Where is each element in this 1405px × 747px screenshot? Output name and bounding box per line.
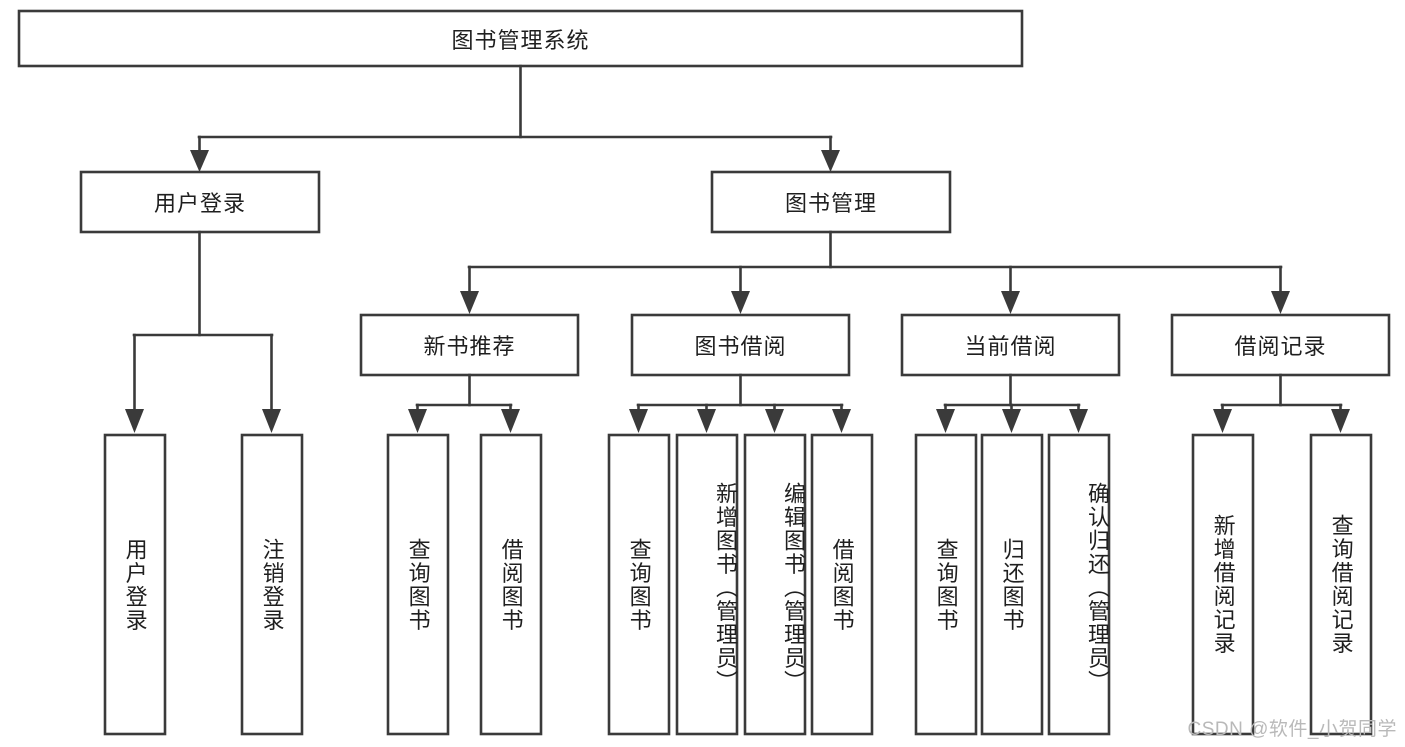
arrowhead-leaf-logout-login [262, 409, 281, 433]
arrowhead-new-book-recommend [460, 291, 479, 314]
node-leaf-user-login-box[interactable] [103, 433, 167, 736]
node-new-book-recommend-box[interactable] [359, 313, 580, 377]
arrowhead-leaf-edit-book [765, 409, 784, 433]
arrowhead-leaf-add-book [697, 409, 716, 433]
arrowhead-leaf-confirm-return [1069, 409, 1088, 433]
arrowhead-current-borrow [1001, 291, 1020, 314]
node-leaf-return-book-box[interactable] [980, 433, 1044, 736]
node-book-management-box[interactable] [710, 170, 952, 234]
node-leaf-query-book-2-box[interactable] [607, 433, 671, 736]
arrowhead-book-management [821, 150, 840, 172]
arrowhead-borrow-record [1271, 291, 1290, 314]
node-leaf-borrow-book-2-box[interactable] [810, 433, 874, 736]
node-leaf-edit-book-box[interactable] [743, 433, 807, 736]
node-leaf-borrow-book-1-box[interactable] [479, 433, 543, 736]
arrowhead-user-login [190, 150, 209, 172]
arrowhead-leaf-borrow-book-1 [501, 409, 520, 433]
node-leaf-add-book-box[interactable] [675, 433, 739, 736]
node-leaf-logout-login-box[interactable] [240, 433, 304, 736]
node-leaf-query-book-3-box[interactable] [914, 433, 978, 736]
arrowhead-leaf-user-login [125, 409, 144, 433]
node-leaf-query-book-1-box[interactable] [386, 433, 450, 736]
node-leaf-query-record-box[interactable] [1309, 433, 1373, 736]
node-current-borrow-box[interactable] [900, 313, 1121, 377]
arrowhead-leaf-query-book-3 [936, 409, 955, 433]
node-leaf-confirm-return-box[interactable] [1047, 433, 1111, 736]
arrowhead-leaf-add-record [1213, 409, 1232, 433]
arrowhead-leaf-query-book-1 [408, 409, 427, 433]
node-user-login-box[interactable] [79, 170, 321, 234]
arrowhead-leaf-query-book-2 [629, 409, 648, 433]
node-leaf-add-record-box[interactable] [1191, 433, 1255, 736]
node-borrow-record-box[interactable] [1170, 313, 1391, 377]
arrowhead-leaf-return-book [1002, 409, 1021, 433]
arrowhead-leaf-borrow-book-2 [832, 409, 851, 433]
node-book-borrow-box[interactable] [630, 313, 851, 377]
arrowhead-leaf-query-record [1331, 409, 1350, 433]
arrowhead-book-borrow [731, 291, 750, 314]
node-root-box[interactable] [17, 9, 1024, 68]
